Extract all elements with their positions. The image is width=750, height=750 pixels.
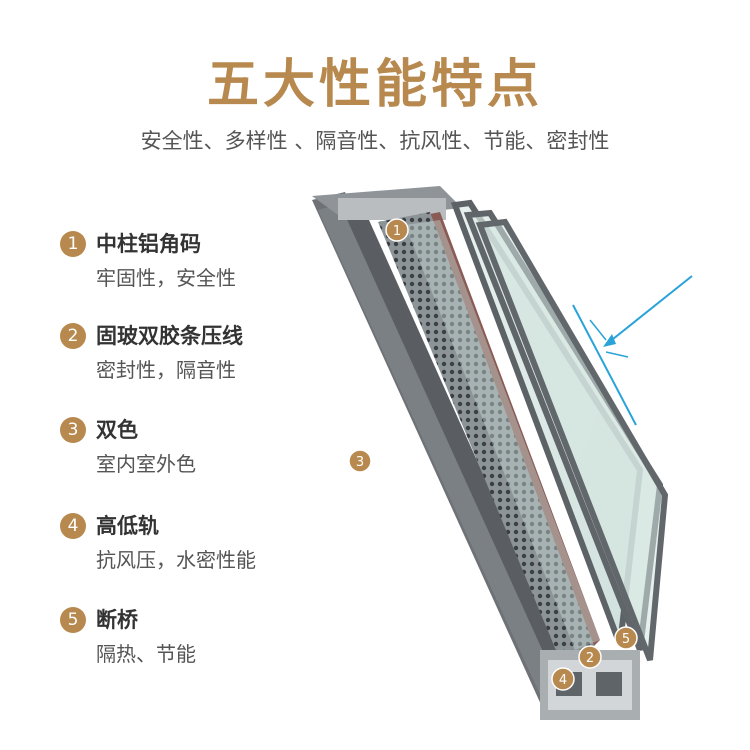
- diagram-marker-3: 3: [348, 449, 372, 473]
- page-subtitle: 安全性、多样性 、隔音性、抗风性、节能、密封性: [140, 129, 610, 153]
- marker-number: 3: [356, 455, 364, 470]
- feature-title: 固玻双胶条压线: [96, 324, 243, 348]
- mesh-screen-inner: [405, 220, 600, 650]
- feature-number-badge: 2: [60, 323, 86, 349]
- wind-arrow: [607, 275, 693, 344]
- pressure-line: [572, 304, 637, 426]
- wind-deflect-arrow: [589, 319, 607, 341]
- feature-description: 牢固性，安全性: [96, 266, 236, 290]
- feature-number-badge: 3: [60, 417, 86, 443]
- wind-arrowhead: [603, 334, 616, 347]
- feature-title: 双色: [96, 418, 138, 442]
- diagram-marker-1: 1: [385, 218, 409, 242]
- diagram-marker-5: 5: [614, 626, 638, 650]
- mesh-screen: [378, 212, 595, 660]
- marker-number: 4: [559, 673, 567, 688]
- marker-number: 2: [586, 651, 594, 666]
- feature-number-badge: 1: [60, 231, 86, 257]
- marker-number: 5: [622, 632, 630, 647]
- glass-pane-front: [475, 218, 669, 662]
- page-title: 五大性能特点: [206, 55, 543, 115]
- marker-number: 1: [393, 224, 401, 239]
- feature-description: 室内室外色: [96, 452, 196, 476]
- wind-deflect-arrow: [605, 351, 629, 358]
- diagram-marker-4: 4: [551, 667, 575, 691]
- frame-inner-edge: [340, 200, 580, 700]
- feature-description: 密封性，隔音性: [96, 358, 236, 382]
- feature-title: 中柱铝角码: [96, 232, 201, 256]
- feature-title: 断桥: [96, 608, 138, 632]
- window-profile-diagram: 1 2 3 4 5: [312, 186, 693, 720]
- diagram-marker-2: 2: [578, 645, 602, 669]
- feature-title: 高低轨: [96, 514, 159, 538]
- feature-number-badge: 4: [60, 513, 86, 539]
- feature-description: 隔热、节能: [96, 642, 196, 666]
- feature-number-badge: 5: [60, 607, 86, 633]
- bottom-profile-slot: [596, 672, 622, 696]
- outer-frame-face: [318, 204, 565, 712]
- feature-description: 抗风压，水密性能: [96, 548, 256, 572]
